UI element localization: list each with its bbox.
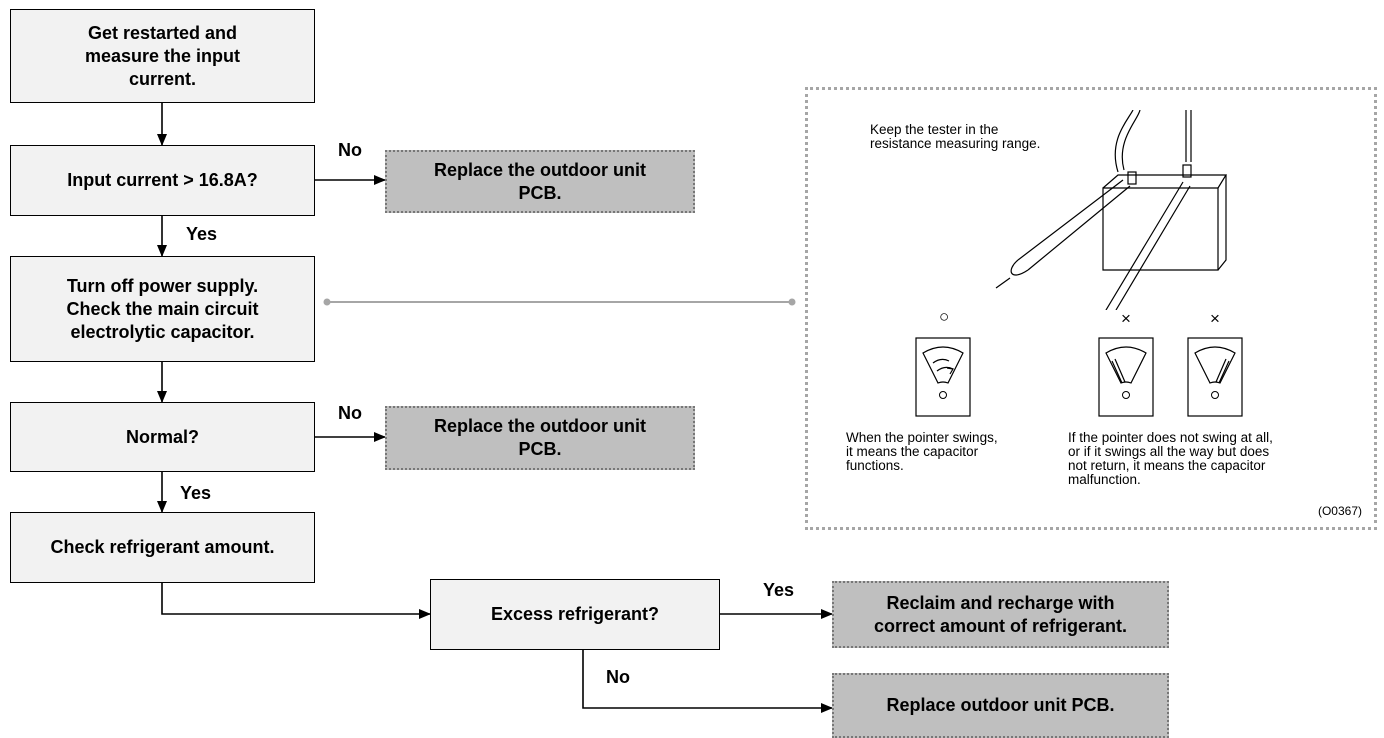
meter-full-swing-icon	[1187, 337, 1243, 417]
result-replace-pcb-3: Replace outdoor unit PCB.	[832, 673, 1169, 738]
capacitor-link-line	[323, 298, 796, 306]
step-excess-refrigerant: Excess refrigerant?	[430, 579, 720, 650]
step-normal-check: Normal?	[10, 402, 315, 472]
branch-label-yes: Yes	[763, 580, 795, 600]
branch-label-no: No	[606, 667, 630, 687]
ng-symbol: ×	[1121, 309, 1131, 328]
ng-symbol: ×	[1210, 309, 1220, 328]
arrow-excess-no	[582, 650, 833, 713]
step-check-capacitor: Turn off power supply. Check the main ci…	[10, 256, 315, 362]
capacitor-test-panel: Keep the tester in the resistance measur…	[805, 87, 1377, 530]
result-reclaim-recharge: Reclaim and recharge with correct amount…	[832, 581, 1169, 648]
branch-label-no: No	[338, 140, 362, 160]
branch-label-yes: Yes	[180, 483, 212, 503]
step-restart-measure: Get restarted and measure the input curr…	[10, 9, 315, 103]
step-input-current-check: Input current > 16.8A?	[10, 145, 315, 216]
branch-label-no: No	[338, 403, 362, 423]
ok-caption: When the pointer swings, it means the ca…	[846, 430, 998, 473]
tester-note: Keep the tester in the resistance measur…	[870, 122, 1041, 151]
step-check-refrigerant: Check refrigerant amount.	[10, 512, 315, 583]
result-replace-pcb-1: Replace the outdoor unit PCB.	[385, 150, 695, 213]
ok-symbol: ○	[939, 307, 950, 326]
meter-swinging-icon	[915, 337, 971, 417]
arrow-refrigerant-to-excess	[161, 583, 431, 619]
ng-caption: If the pointer does not swing at all, or…	[1068, 430, 1273, 487]
tester-probe-illustration	[995, 110, 1228, 310]
figure-code: (O0367)	[1317, 504, 1362, 518]
meter-no-swing-icon	[1098, 337, 1154, 417]
branch-label-yes: Yes	[186, 224, 218, 244]
result-replace-pcb-2: Replace the outdoor unit PCB.	[385, 406, 695, 470]
